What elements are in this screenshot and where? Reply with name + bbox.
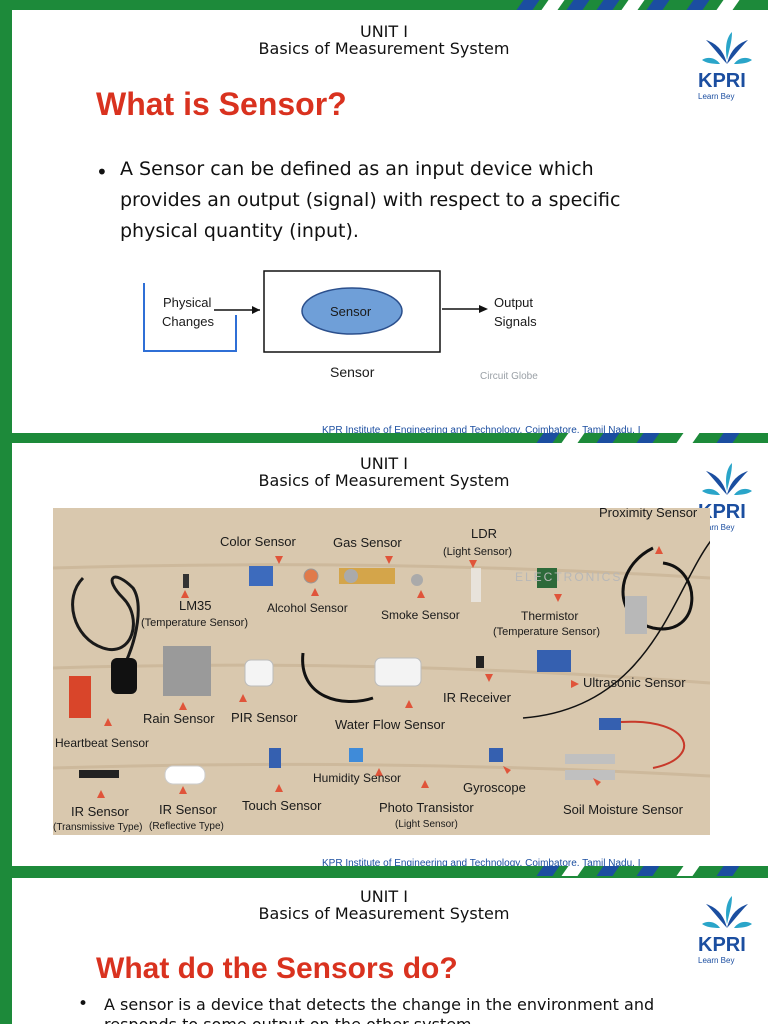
stripe-decoration	[686, 0, 710, 10]
stripe-decoration	[676, 866, 700, 876]
stripe-decoration	[566, 0, 590, 10]
diagram-input-label-2: Changes	[162, 314, 215, 329]
label-ldr-sub: (Light Sensor)	[443, 546, 513, 558]
stripe-decoration	[716, 433, 740, 443]
stripe-decoration	[561, 866, 585, 876]
left-frame-bar	[0, 0, 12, 1024]
label-ir-sensor-transmissive-sub: (Transmissive Type)	[53, 822, 143, 833]
stripe-decoration	[716, 866, 740, 876]
stripe-decoration	[541, 0, 565, 10]
label-gas-sensor: Gas Sensor	[333, 535, 402, 550]
label-color-sensor: Color Sensor	[220, 534, 296, 549]
label-photo-transistor-sub: (Light Sensor)	[395, 819, 458, 830]
label-thermistor-sub: (Temperature Sensor)	[493, 626, 600, 638]
stripe-decoration	[536, 866, 560, 876]
sensor-block-diagram	[143, 270, 488, 353]
logo-tagline: Learn Bey	[698, 523, 735, 532]
label-water-flow-sensor: Water Flow Sensor	[335, 717, 446, 732]
top-frame-bar	[0, 0, 768, 10]
stripe-decoration	[621, 0, 645, 10]
label-gyroscope: Gyroscope	[463, 780, 526, 795]
label-proximity-sensor: Proximity Sensor	[599, 508, 698, 520]
slide-heading: What do the Sensors do?	[96, 952, 458, 985]
stripe-decoration	[636, 433, 660, 443]
slide-subtitle: Basics of Measurement System	[258, 39, 510, 58]
label-soil-moisture-sensor: Soil Moisture Sensor	[563, 802, 683, 817]
slide-separator	[0, 866, 768, 878]
slide3-body-line2: responds to some output on the other sys…	[104, 1015, 477, 1024]
stripe-decoration	[676, 433, 700, 443]
label-pir-sensor: PIR Sensor	[231, 710, 298, 725]
diagram-center-label: Sensor	[330, 304, 372, 319]
photo-watermark: ELECTRONICS	[515, 570, 623, 584]
slide-heading: What is Sensor?	[96, 86, 347, 122]
logo-tagline: Learn Bey	[698, 956, 735, 965]
slide-subtitle: Basics of Measurement System	[258, 904, 510, 923]
diagram-caption: Sensor	[330, 364, 375, 380]
logo-name: KPRI	[698, 934, 746, 956]
slide-separator	[0, 433, 768, 443]
label-heartbeat-sensor: Heartbeat Sensor	[55, 736, 150, 750]
stripe-decoration	[561, 433, 585, 443]
sensors-photo: Proximity Sensor Color Sensor Gas Sensor…	[53, 508, 710, 835]
stripe-decoration	[516, 0, 540, 10]
kpri-leaf-icon	[702, 463, 752, 495]
logo-tagline: Learn Bey	[698, 92, 735, 101]
bullet-marker: •	[96, 160, 108, 184]
diagram-credit: Circuit Globe	[480, 371, 538, 382]
logo-name: KPRI	[698, 70, 746, 92]
label-ir-sensor-reflective-sub: (Reflective Type)	[149, 821, 224, 832]
kpri-leaf-icon	[702, 32, 752, 64]
label-lm35: LM35	[179, 598, 212, 613]
label-photo-transistor: Photo Transistor	[379, 800, 474, 815]
stripe-decoration	[596, 433, 620, 443]
unit-title: UNIT I	[360, 887, 408, 906]
label-humidity-sensor: Humidity Sensor	[313, 771, 402, 785]
kpri-logo: KPRI Learn Bey	[698, 894, 768, 966]
stripe-decoration	[646, 0, 670, 10]
kpri-leaf-icon	[702, 896, 752, 928]
stripe-decoration	[536, 433, 560, 443]
label-ir-receiver: IR Receiver	[443, 690, 511, 705]
label-rain-sensor: Rain Sensor	[143, 711, 215, 726]
stripe-decoration	[596, 866, 620, 876]
stripe-decoration	[596, 0, 620, 10]
label-ir-sensor-reflective: IR Sensor	[159, 802, 217, 817]
label-alcohol-sensor: Alcohol Sensor	[267, 601, 348, 615]
stripe-decoration	[636, 866, 660, 876]
unit-title: UNIT I	[360, 22, 408, 41]
slide3-body-line1: A sensor is a device that detects the ch…	[104, 995, 655, 1014]
label-touch-sensor: Touch Sensor	[242, 798, 322, 813]
stripe-decoration	[716, 0, 740, 10]
slide-3: UNIT I Basics of Measurement System KPRI…	[12, 878, 768, 1024]
label-ultrasonic-sensor: Ultrasonic Sensor	[583, 675, 686, 690]
label-ir-sensor-transmissive: IR Sensor	[71, 804, 129, 819]
unit-title: UNIT I	[360, 454, 408, 473]
slide-footer: KPR Institute of Engineering and Technol…	[322, 858, 641, 866]
label-thermistor: Thermistor	[521, 609, 579, 623]
diagram-output-label-2: Signals	[494, 314, 537, 329]
kpri-logo: KPRI Learn Bey	[698, 30, 768, 102]
label-smoke-sensor: Smoke Sensor	[381, 608, 460, 622]
bullet-marker: •	[78, 994, 89, 1014]
diagram-input-label-1: Physical	[163, 295, 212, 310]
slide-footer: KPR Institute of Engineering and Technol…	[322, 425, 641, 433]
definition-text: A Sensor can be defined as an input devi…	[120, 158, 621, 242]
slide-subtitle: Basics of Measurement System	[258, 471, 510, 490]
label-lm35-sub: (Temperature Sensor)	[141, 617, 248, 629]
sensors-illustration	[53, 508, 710, 835]
label-ldr: LDR	[471, 526, 498, 541]
diagram-output-label-1: Output	[494, 295, 534, 310]
slide-1: UNIT I Basics of Measurement System KPRI…	[12, 10, 768, 433]
